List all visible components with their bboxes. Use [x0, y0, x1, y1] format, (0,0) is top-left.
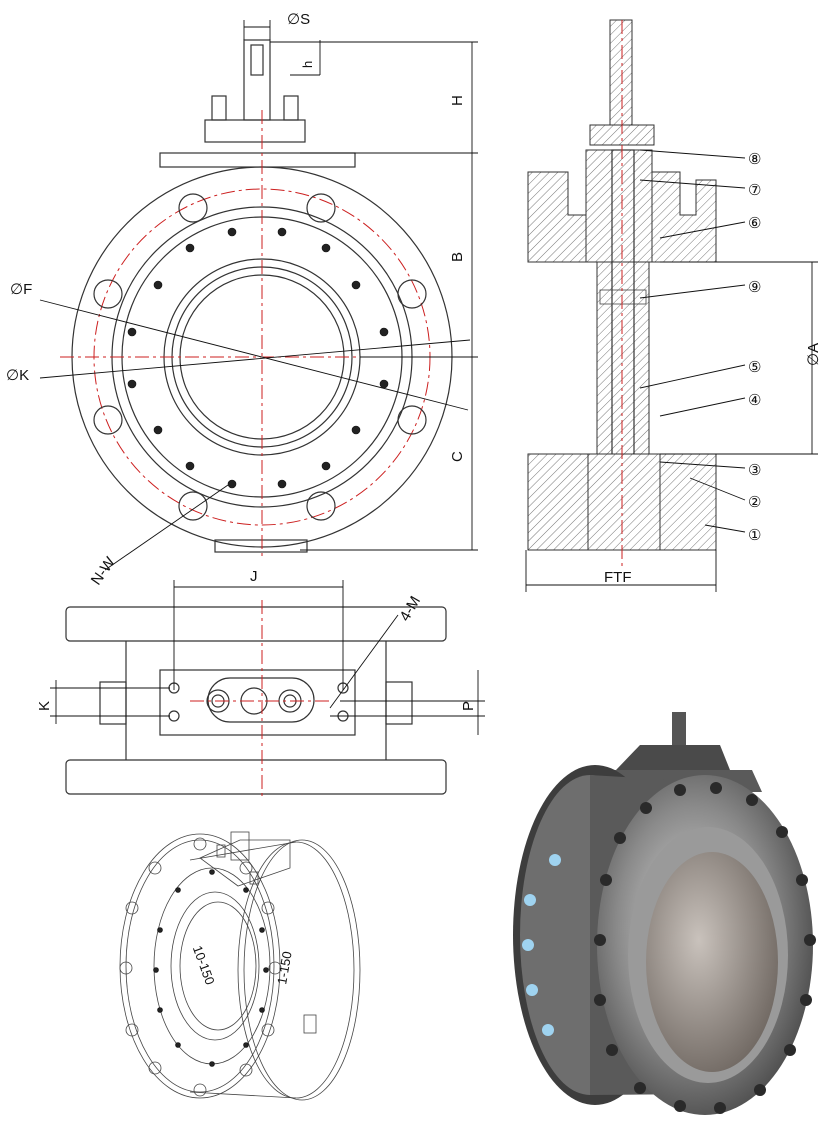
stem-key — [250, 44, 264, 76]
callout-8: ⑧ — [748, 151, 761, 168]
dim-label-NW: N-W — [88, 553, 120, 588]
front-dimensions — [39, 20, 478, 571]
gland-nut-left — [211, 95, 227, 121]
section-stem-top — [609, 19, 633, 141]
section-body-upper-right — [649, 171, 717, 263]
callout-6: ⑥ — [748, 215, 761, 232]
valve-photo — [513, 712, 816, 1115]
dim-label-A: ∅A — [805, 343, 819, 366]
section-view — [525, 19, 818, 592]
callout-7: ⑦ — [748, 182, 761, 199]
dim-label-M: 4-M — [396, 593, 424, 624]
large-bolt-holes — [93, 193, 427, 521]
top-view — [50, 580, 485, 800]
callout-3: ③ — [748, 462, 761, 479]
mounting-pad — [159, 152, 356, 168]
small-bolts — [127, 227, 389, 489]
mounting-plate — [159, 669, 356, 736]
side-lug-right — [385, 681, 413, 725]
dim-label-FTF: FTF — [604, 569, 632, 586]
dim-label-h: h — [300, 61, 315, 68]
top-flange-lower — [65, 759, 447, 795]
isometric-view — [119, 831, 361, 1101]
dim-label-H: H — [449, 95, 466, 106]
gland-plate — [207, 677, 315, 723]
dim-label-F: ∅F — [10, 281, 32, 298]
dim-label-C: C — [449, 451, 466, 462]
dim-label-B: B — [449, 252, 466, 262]
callout-1: ① — [748, 527, 761, 544]
callout-9: ⑨ — [748, 279, 761, 296]
part-callouts: ⑧ ⑦ ⑥ ⑨ ⑤ ④ ③ ② ① — [748, 151, 761, 544]
top-flange-upper — [65, 606, 447, 642]
iso-text-right: 1-150 — [274, 950, 295, 985]
section-disc — [596, 261, 650, 455]
dim-label-J: J — [250, 568, 258, 585]
stem-shaft — [243, 39, 271, 121]
dim-label-Kside: K — [36, 701, 53, 711]
section-bottom-boss — [587, 453, 661, 551]
front-view — [39, 20, 478, 571]
gland-nut-right — [283, 95, 299, 121]
dim-label-s: ∅S — [287, 11, 310, 28]
gland-flange — [204, 119, 306, 143]
bottom-boss — [214, 539, 308, 553]
callout-4: ④ — [748, 392, 761, 409]
callout-2: ② — [748, 494, 761, 511]
iso-text-left: 10-150 — [190, 944, 218, 987]
dim-label-K: ∅K — [6, 367, 29, 384]
side-lug-left — [99, 681, 127, 725]
callout-5: ⑤ — [748, 359, 761, 376]
section-bonnet — [585, 149, 653, 263]
dim-label-P: P — [460, 701, 477, 711]
